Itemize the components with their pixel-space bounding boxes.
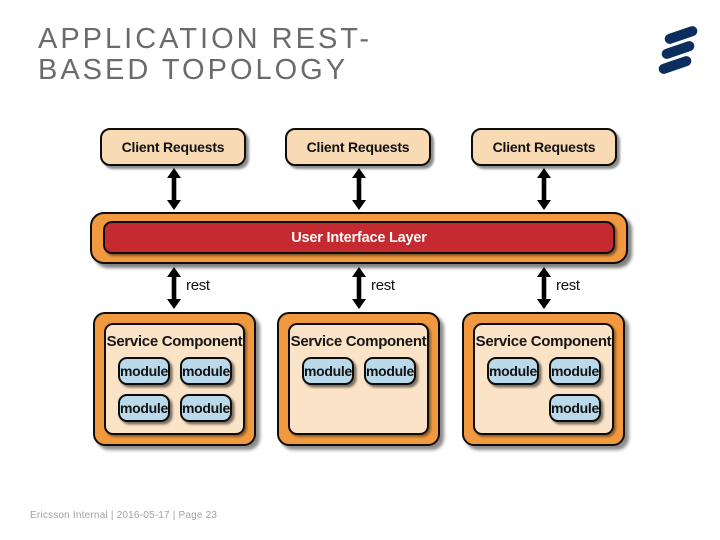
service-component-label: Service Component <box>290 333 427 350</box>
module-box: module <box>118 394 170 422</box>
module-box: module <box>363 357 416 385</box>
module-box: module <box>548 357 601 385</box>
module-box: module <box>302 357 354 385</box>
module-box: module <box>487 357 539 385</box>
module-box: module <box>548 394 601 422</box>
service-component-box: Service Component module module module m… <box>93 312 256 446</box>
ui-layer: User Interface Layer <box>103 221 615 254</box>
service-component-inner: Service Component module module module m… <box>104 323 245 435</box>
slide-footer: Ericsson Internal | 2016-05-17 | Page 23 <box>30 510 218 521</box>
rest-label: rest <box>186 277 210 294</box>
service-component-inner: Service Component module module module <box>473 323 614 435</box>
module-box: module <box>118 357 170 385</box>
ui-layer-outer: User Interface Layer <box>90 212 628 264</box>
module-box: module <box>179 394 232 422</box>
double-arrow-icon <box>167 168 181 210</box>
double-arrow-icon <box>537 168 551 210</box>
ericsson-logo-icon <box>658 26 698 74</box>
double-arrow-icon <box>352 267 366 309</box>
module-grid: module module module <box>475 350 612 422</box>
service-component-inner: Service Component module module <box>288 323 429 435</box>
module-grid: module module <box>290 350 427 385</box>
module-grid: module module module module <box>106 350 243 422</box>
service-component-box: Service Component module module module <box>462 312 625 446</box>
client-requests-box: Client Requests <box>285 128 431 166</box>
double-arrow-icon <box>167 267 181 309</box>
service-component-label: Service Component <box>475 333 612 350</box>
rest-label: rest <box>371 277 395 294</box>
service-component-box: Service Component module module <box>277 312 440 446</box>
client-requests-box: Client Requests <box>100 128 246 166</box>
client-requests-box: Client Requests <box>471 128 617 166</box>
service-component-label: Service Component <box>106 333 243 350</box>
title-line-1: APPLICATION REST- <box>38 23 373 55</box>
double-arrow-icon <box>537 267 551 309</box>
module-box: module <box>179 357 232 385</box>
title-line-2: BASED TOPOLOGY <box>38 54 349 86</box>
rest-label: rest <box>556 277 580 294</box>
double-arrow-icon <box>352 168 366 210</box>
slide-title: APPLICATION REST- BASED TOPOLOGY <box>38 24 372 86</box>
